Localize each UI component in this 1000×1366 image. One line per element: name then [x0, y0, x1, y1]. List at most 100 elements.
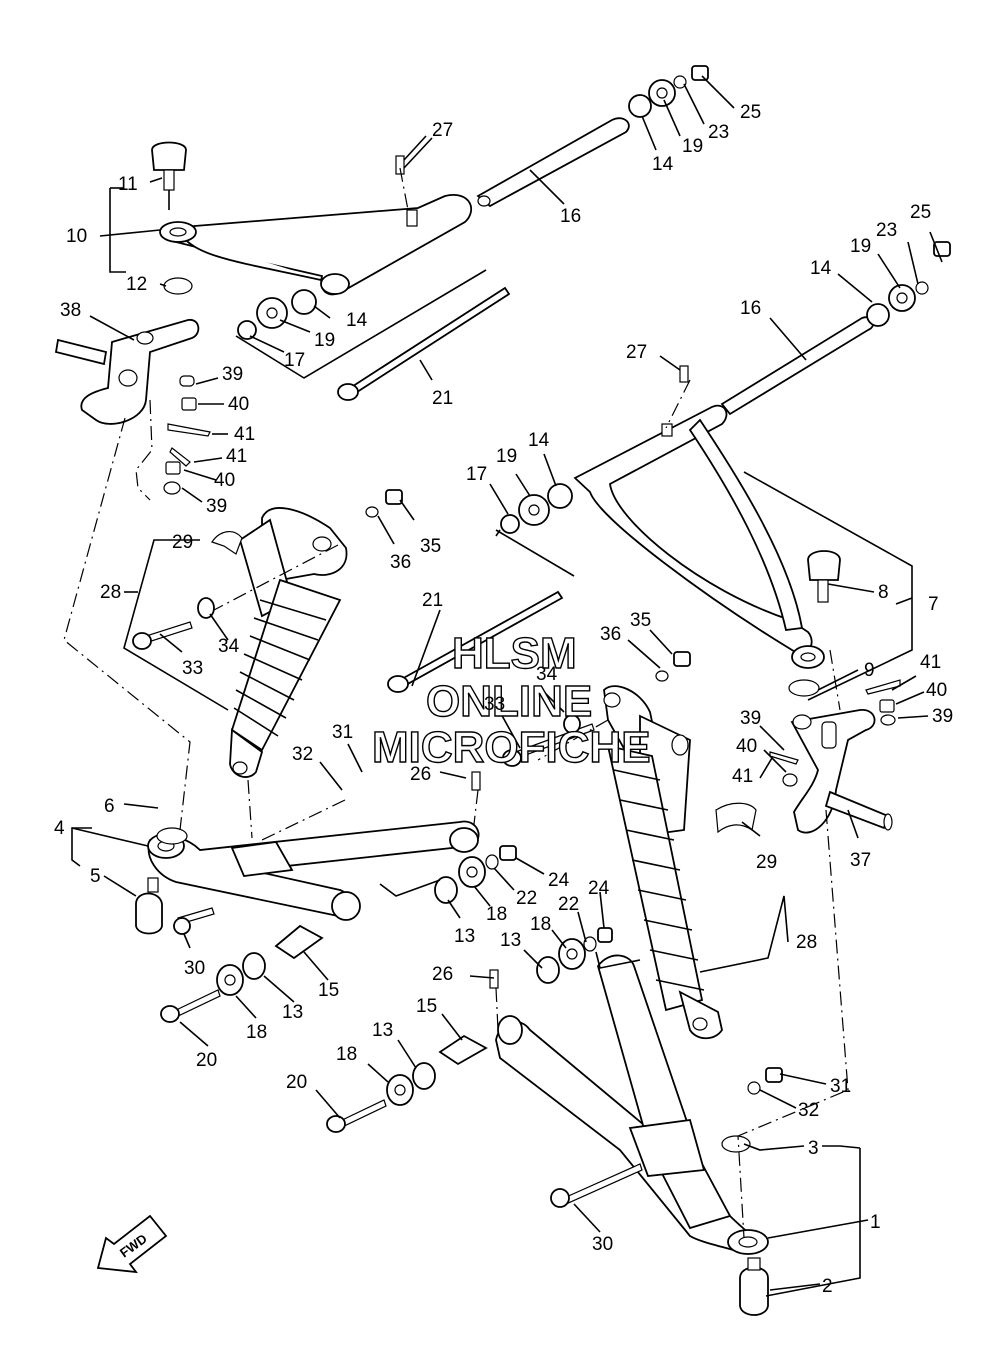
- callout-number: 39: [740, 708, 761, 729]
- callout-number: 31: [332, 722, 353, 743]
- callout-number: 26: [410, 764, 431, 785]
- callout-number: 35: [630, 610, 651, 631]
- lower-arm-left-assembly: [135, 771, 517, 1023]
- upper-arm-right-assembly: [387, 241, 951, 697]
- callout-number: 10: [66, 226, 87, 247]
- callout-number: 15: [416, 996, 437, 1017]
- callout-number: 22: [558, 894, 579, 915]
- callout-number: 39: [222, 364, 243, 385]
- callout-number: 17: [284, 350, 305, 371]
- callout-number: 18: [246, 1022, 267, 1043]
- callout-number: 13: [282, 1002, 303, 1023]
- watermark-line-1: HLSM: [452, 629, 577, 678]
- callout-number: 16: [740, 298, 761, 319]
- callout-number: 6: [104, 796, 115, 817]
- callout-number: 40: [214, 470, 235, 491]
- shock-absorber-left: [132, 489, 403, 778]
- callout-number: 33: [182, 658, 203, 679]
- callout-number: 18: [486, 904, 507, 925]
- callout-number: 19: [496, 446, 517, 467]
- upper-arm-left-assembly: [151, 65, 709, 401]
- callout-number: 17: [466, 464, 487, 485]
- steering-knuckle-left: [54, 319, 211, 495]
- callout-number: 41: [920, 652, 941, 673]
- callout-number: 40: [736, 736, 757, 757]
- callout-number: 39: [206, 496, 227, 517]
- callout-number: 41: [234, 424, 255, 445]
- callout-number: 20: [286, 1072, 307, 1093]
- callout-number: 2: [822, 1276, 833, 1297]
- callout-number: 40: [926, 680, 947, 701]
- callout-number: 26: [432, 964, 453, 985]
- callout-number: 40: [228, 394, 249, 415]
- callout-number: 23: [708, 122, 729, 143]
- shock-absorber-right: [502, 651, 757, 1040]
- callout-number: 37: [850, 850, 871, 871]
- callout-leaders: [71, 75, 943, 1291]
- callout-number: 9: [864, 660, 875, 681]
- callout-number: 29: [756, 852, 777, 873]
- callout-number: 19: [850, 236, 871, 257]
- callout-number: 25: [910, 202, 931, 223]
- callout-number: 33: [484, 694, 505, 715]
- callout-number: 22: [516, 888, 537, 909]
- callout-number: 19: [314, 330, 335, 351]
- callout-number: 25: [740, 102, 761, 123]
- callout-number: 32: [292, 744, 313, 765]
- callout-number: 28: [100, 582, 121, 603]
- callout-number: 29: [172, 532, 193, 553]
- callout-number: 4: [54, 818, 65, 839]
- callout-number: 14: [652, 154, 674, 175]
- callout-number: 39: [932, 706, 953, 727]
- callout-number: 24: [588, 878, 610, 899]
- callout-number: 3: [808, 1138, 819, 1159]
- callout-number: 28: [796, 932, 817, 953]
- callout-number: 27: [626, 342, 647, 363]
- callout-number: 5: [90, 866, 101, 887]
- callout-number: 34: [536, 664, 558, 685]
- callout-number: 8: [878, 582, 889, 603]
- callout-number: 15: [318, 980, 339, 1001]
- callout-number: 36: [600, 624, 621, 645]
- callout-number: 16: [560, 206, 581, 227]
- callout-number: 18: [336, 1044, 357, 1065]
- callout-number: 21: [432, 388, 453, 409]
- callout-number: 12: [126, 274, 147, 295]
- callout-number: 38: [60, 300, 81, 321]
- callout-number: 20: [196, 1050, 217, 1071]
- callout-number: 18: [530, 914, 551, 935]
- callout-number: 30: [184, 958, 205, 979]
- callout-number: 35: [420, 536, 441, 557]
- callout-number: 11: [118, 174, 138, 195]
- callout-number: 7: [928, 594, 939, 615]
- callout-number: 13: [500, 930, 521, 951]
- callout-number: 14: [346, 310, 368, 331]
- callout-number: 13: [454, 926, 475, 947]
- callout-number: 19: [682, 136, 703, 157]
- callout-number: 21: [422, 590, 443, 611]
- watermark: HLSM ONLINE MICROFICHE: [371, 628, 651, 772]
- callout-number: 23: [876, 220, 897, 241]
- watermark-line-2: ONLINE: [426, 677, 592, 726]
- callout-number: 31: [830, 1076, 851, 1097]
- assembly-center-lines: [63, 167, 913, 1297]
- callout-number: 1: [870, 1212, 881, 1233]
- callout-number: 27: [432, 120, 453, 141]
- callout-number: 24: [548, 870, 570, 891]
- watermark-line-3: MICROFICHE: [372, 723, 651, 772]
- callout-number: 41: [226, 446, 247, 467]
- callout-number: 41: [732, 766, 753, 787]
- callout-number: 14: [528, 430, 550, 451]
- lower-arm-right-assembly: [326, 927, 783, 1316]
- callout-number: 30: [592, 1234, 613, 1255]
- callout-number: 34: [218, 636, 240, 657]
- callout-numbers: 27 25 23 19 14 16 11 10 12 14 19 17 21 2…: [54, 102, 953, 1297]
- steering-knuckle-right: [769, 679, 901, 834]
- fwd-arrow-icon: FWD: [96, 1214, 168, 1274]
- callout-number: 36: [390, 552, 411, 573]
- callout-number: 14: [810, 258, 832, 279]
- callout-number: 13: [372, 1020, 393, 1041]
- callout-number: 32: [798, 1100, 819, 1121]
